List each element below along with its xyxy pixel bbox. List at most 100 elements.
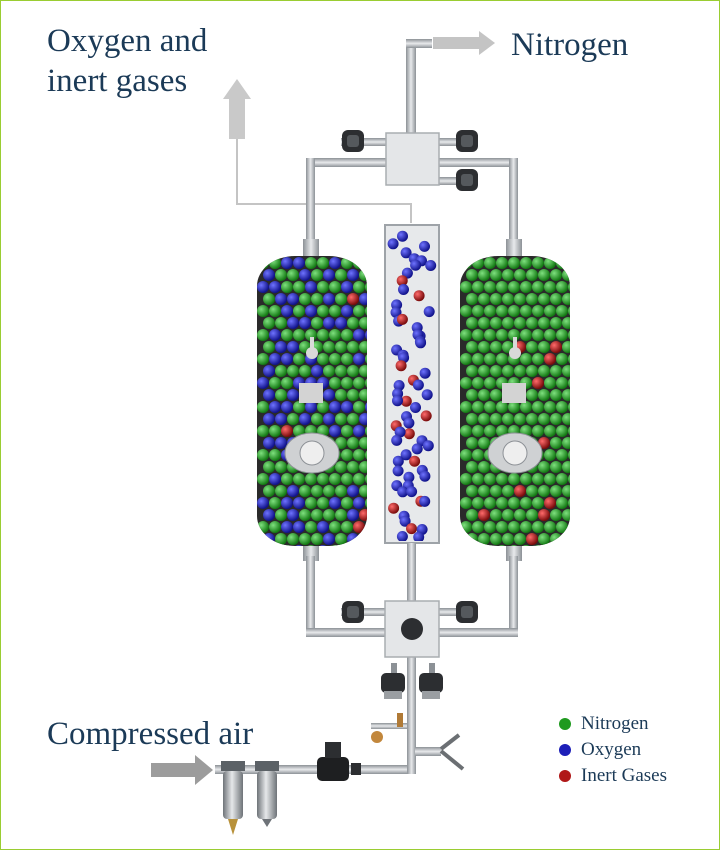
nitrogen-molecule [544, 449, 556, 461]
oxygen-inert-gases-label: Oxygen and inert gases [47, 23, 208, 99]
nitrogen-molecule [269, 425, 281, 437]
nitrogen-molecule [568, 473, 570, 485]
oxygen-molecule [257, 545, 269, 546]
nitrogen-molecule [269, 305, 281, 317]
nitrogen-molecule [335, 533, 347, 545]
inert-gas-molecule [538, 509, 550, 521]
air-filter-1 [221, 761, 245, 835]
nitrogen-molecule [371, 437, 383, 449]
oxygen-molecule [287, 293, 299, 305]
left-tank-fittings [284, 337, 340, 474]
oxygen-molecule [341, 305, 353, 317]
nitrogen-molecule [526, 389, 538, 401]
oxygen-molecule [425, 260, 437, 271]
nitrogen-molecule [311, 293, 323, 305]
nitrogen-molecule [496, 521, 508, 533]
oxygen-molecule [329, 401, 341, 413]
compressed-air-arrow [151, 755, 213, 785]
nitrogen-molecule [460, 473, 472, 485]
nitrogen-molecule [299, 533, 311, 545]
left-tank-top-nozzle [303, 239, 319, 259]
oxygen-molecule [293, 497, 305, 509]
oxygen-molecule [387, 238, 399, 250]
nitrogen-molecule [365, 497, 367, 509]
nitrogen-molecule [257, 425, 269, 437]
column-molecules [387, 230, 437, 541]
inert-gas-molecule [514, 485, 526, 497]
nitrogen-molecule [359, 485, 367, 497]
nitrogen-molecule [335, 413, 347, 425]
oxygen-molecule [263, 509, 275, 521]
inert-gas-molecule [353, 521, 365, 533]
solenoid-valve-top-right-lower [456, 169, 478, 191]
nitrogen-molecule [341, 449, 353, 461]
nitrogen-molecule [472, 353, 484, 365]
nitrogen-molecule [359, 341, 367, 353]
nitrogen-molecule [526, 341, 538, 353]
oxygen-molecule [269, 329, 281, 341]
nitrogen-molecule [568, 305, 570, 317]
nitrogen-molecule [556, 377, 568, 389]
nitrogen-molecule [460, 497, 472, 509]
oxygen-molecule [419, 240, 430, 252]
nitrogen-molecule [550, 485, 562, 497]
oxygen-molecule [275, 413, 287, 425]
inert-gas-molecule [395, 360, 407, 372]
oxygen-molecule [305, 401, 317, 413]
nitrogen-molecule [490, 509, 502, 521]
nitrogen-molecule [317, 305, 329, 317]
nitrogen-molecule [460, 401, 472, 413]
nitrogen-molecule [329, 305, 341, 317]
nitrogen-molecule [311, 317, 323, 329]
oxygen-molecule [263, 437, 275, 449]
right-tank-molecules [460, 257, 570, 546]
nitrogen-molecule [484, 425, 496, 437]
nitrogen-molecule [544, 305, 556, 317]
oxygen-molecule [419, 470, 431, 482]
nitrogen-molecule [538, 485, 550, 497]
inert-gases-dot-icon [559, 770, 571, 782]
nitrogen-molecule [490, 389, 502, 401]
nitrogen-molecule [305, 521, 317, 533]
legend-label: Inert Gases [581, 765, 667, 786]
nitrogen-molecule [365, 449, 367, 461]
oxygen-molecule [397, 486, 409, 498]
nitrogen-molecule [568, 401, 570, 413]
nitrogen-molecule [490, 293, 502, 305]
oxygen-molecule [281, 353, 293, 365]
nitrogen-molecule [568, 281, 570, 293]
nitrogen-molecule [466, 413, 478, 425]
nitrogen-molecule [502, 293, 514, 305]
nitrogen-molecule [550, 413, 562, 425]
nitrogen-molecule [484, 545, 496, 546]
nitrogen-molecule [257, 257, 269, 269]
oxygen-molecule [421, 389, 433, 401]
oxygen-molecule [353, 425, 365, 437]
nitrogen-molecule [335, 365, 347, 377]
oxygen-molecule [323, 413, 335, 425]
nitrogen-molecule [317, 401, 329, 413]
nitrogen-molecule [371, 341, 383, 353]
nitrogen-molecule [365, 281, 367, 293]
nitrogen-molecule [520, 401, 532, 413]
nitrogen-molecule [490, 341, 502, 353]
nitrogen-molecule [568, 353, 570, 365]
nitrogen-molecule [532, 473, 544, 485]
nitrogen-molecule [299, 293, 311, 305]
oxygen-molecule [293, 257, 305, 269]
oxygen-molecule [410, 402, 421, 413]
nitrogen-molecule [562, 533, 570, 545]
oxygen-molecule [347, 485, 359, 497]
nitrogen-molecule [257, 473, 269, 485]
inert-gas-molecule [396, 313, 408, 325]
nitrogen-molecule [460, 329, 472, 341]
nitrogen-molecule [323, 341, 335, 353]
nitrogen-molecule [257, 521, 269, 533]
legend-label: Oxygen [581, 739, 642, 760]
nitrogen-molecule [329, 521, 341, 533]
nitrogen-molecule [311, 485, 323, 497]
nitrogen-molecule [311, 509, 323, 521]
nitrogen-molecule [532, 353, 544, 365]
oxygen-molecule [371, 485, 383, 497]
